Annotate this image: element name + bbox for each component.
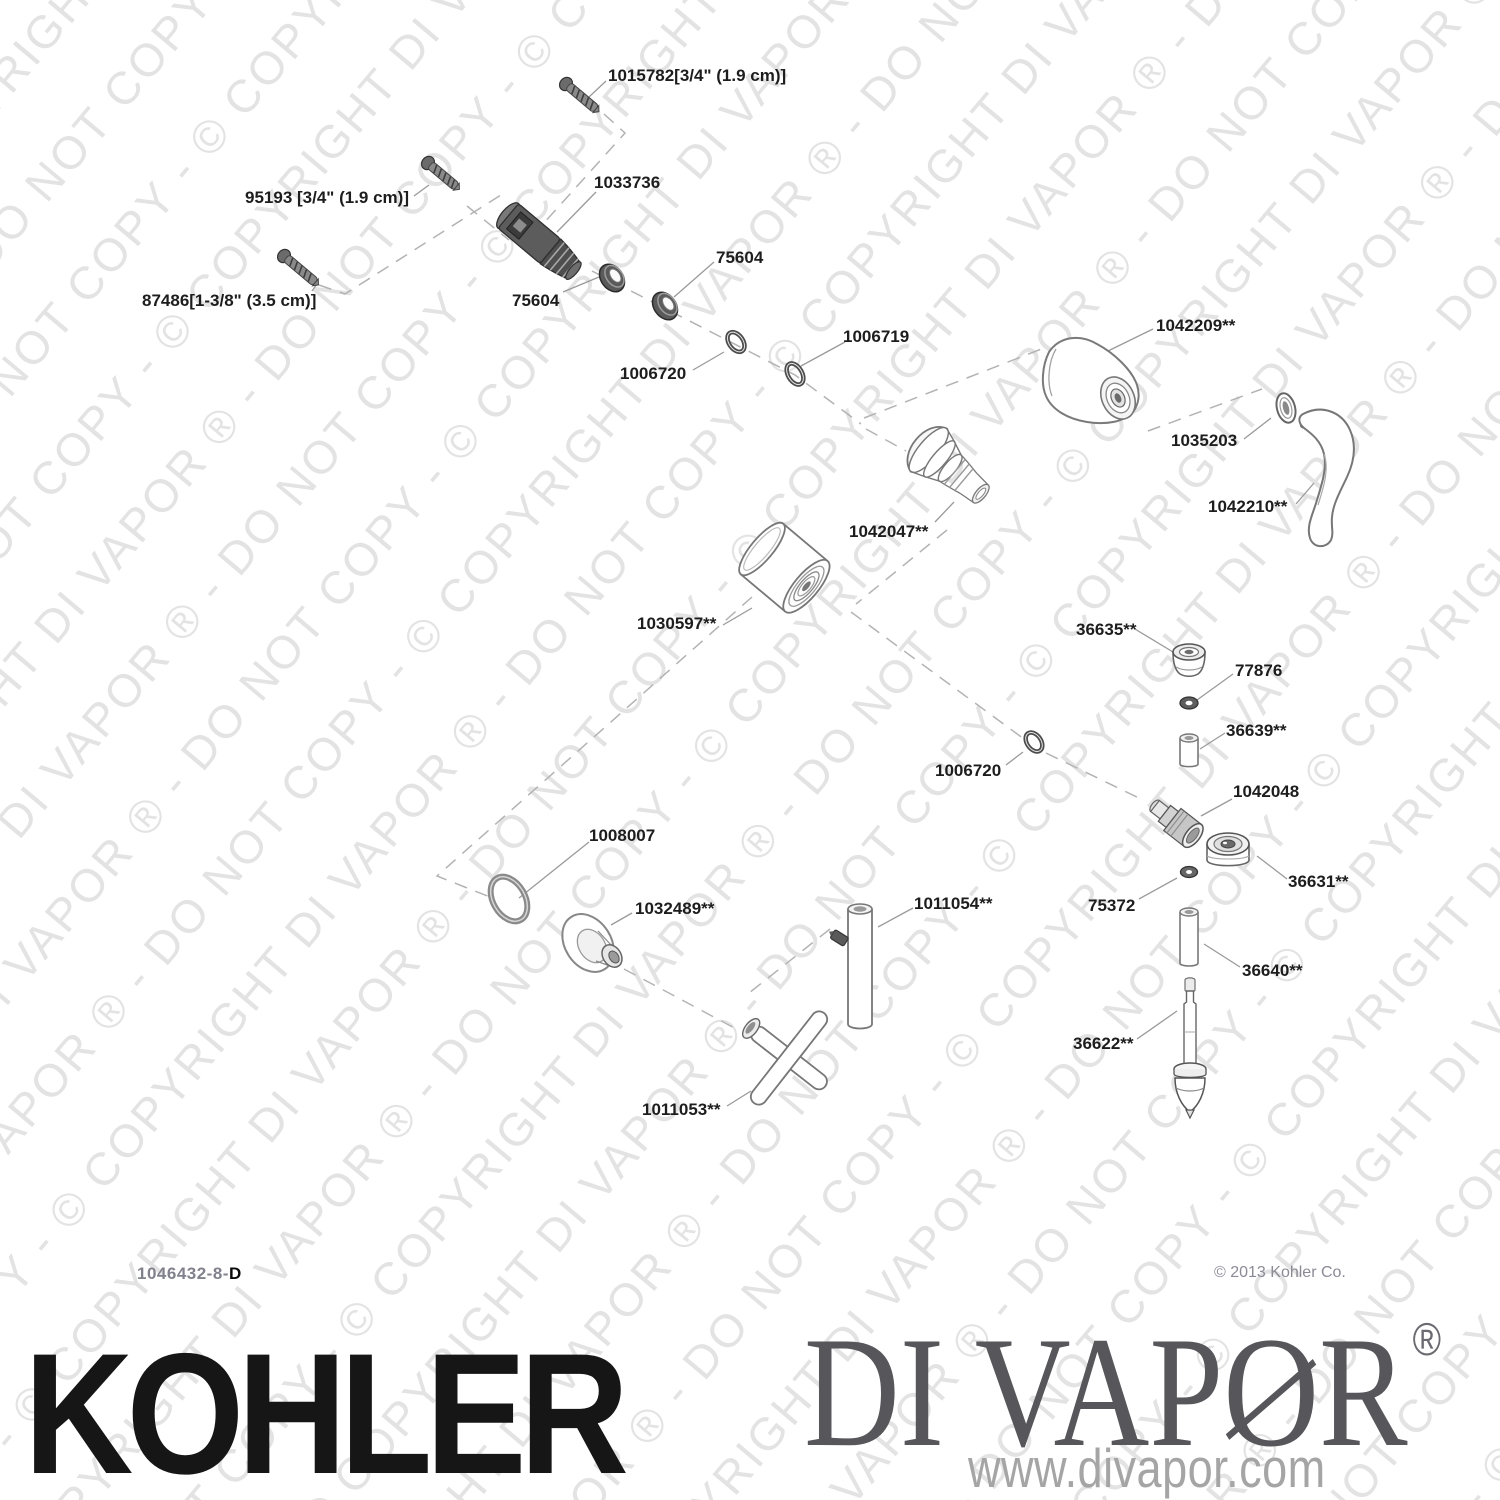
- oring-1006720-upper-drawing: [725, 329, 747, 355]
- document-number-prefix: 1046432-8-: [137, 1264, 229, 1283]
- divapor-slashed-o: O: [1223, 1305, 1320, 1480]
- divapor-logo-text-end: R: [1319, 1305, 1408, 1480]
- divapor-website-url: www.divapor.com: [968, 1437, 1326, 1499]
- cap-36635-drawing: [1172, 643, 1206, 678]
- sleeve-1030597-drawing: [738, 521, 831, 614]
- document-number: 1046432-8-D: [137, 1264, 242, 1284]
- oring-1008007-drawing: [487, 873, 531, 925]
- trim-cap-1042209-drawing: [1041, 336, 1140, 425]
- screw-1015782-drawing: [558, 76, 600, 114]
- tube-36640-drawing: [1179, 907, 1199, 967]
- oring-1006720-lower-drawing: [1023, 730, 1045, 754]
- divapor-logo: DI VAPOR®: [804, 1305, 1441, 1480]
- registered-trademark-symbol: ®: [1412, 1313, 1442, 1365]
- kohler-logo: KOHLER: [24, 1318, 629, 1500]
- washer-77876-drawing: [1179, 696, 1199, 710]
- lift-rod-36622-drawing: [1173, 977, 1207, 1120]
- handle-1042210-drawing: [1298, 408, 1355, 548]
- document-number-suffix: D: [228, 1264, 242, 1283]
- cartridge-1033736-drawing: [496, 202, 582, 280]
- oring-1006719-drawing: [784, 361, 806, 387]
- knob-36631-drawing: [1206, 832, 1250, 867]
- oring-1035203-drawing: [1275, 392, 1297, 424]
- cross-handle-1011053-drawing: [741, 1010, 829, 1106]
- stem-1042048-drawing: [1149, 799, 1204, 849]
- bushing-75604-left-drawing: [598, 263, 626, 293]
- bushing-75604-right-drawing: [651, 291, 679, 321]
- leader-lines: [311, 80, 1315, 1107]
- kohler-copyright: © 2013 Kohler Co.: [1214, 1264, 1346, 1281]
- spacer-36639-drawing: [1179, 733, 1199, 768]
- tube-1011054-drawing: [829, 903, 873, 1030]
- screw-95193-drawing: [420, 155, 460, 191]
- screw-87486-drawing: [276, 248, 319, 287]
- divapor-logo-text: DI VAP: [804, 1305, 1224, 1480]
- escutcheon-1032489-drawing: [561, 913, 623, 973]
- washer-75372-drawing: [1179, 865, 1199, 879]
- valve-1042047-drawing: [906, 426, 990, 504]
